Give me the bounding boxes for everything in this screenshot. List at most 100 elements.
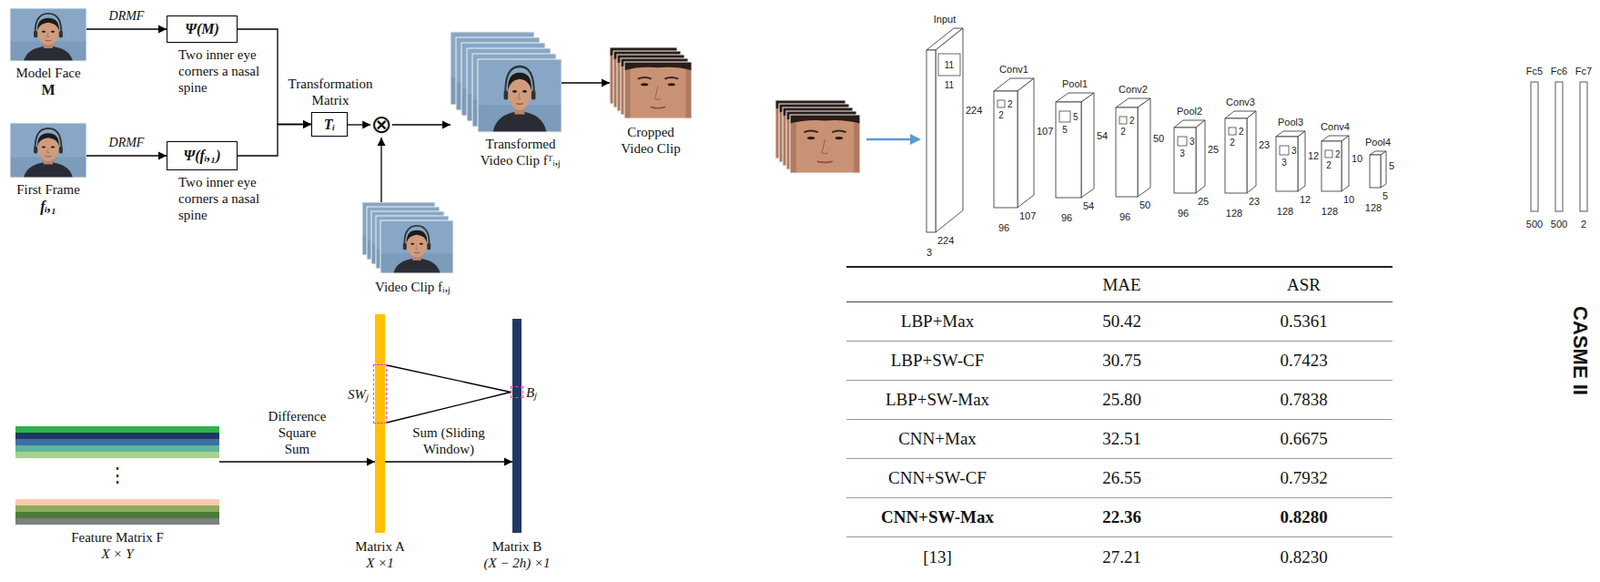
table-row: LBP+Max50.420.5361 bbox=[846, 302, 1393, 342]
kernel-square bbox=[1059, 111, 1071, 122]
feature-stripe bbox=[15, 505, 220, 512]
kernel-square bbox=[1279, 145, 1289, 155]
layer-label: 96 bbox=[1119, 211, 1131, 223]
layer-block bbox=[935, 28, 963, 233]
kernel-square bbox=[1177, 136, 1187, 146]
layer-label: 25 bbox=[1197, 195, 1209, 207]
label-group: Matrix B(X − 2h) ×1 bbox=[448, 537, 586, 571]
frame-border bbox=[10, 8, 87, 61]
layer-label: 2 bbox=[1007, 99, 1013, 110]
node-text: Transformed Video Clip fᵀᵢ,ⱼ bbox=[470, 135, 571, 169]
table-cell: 0.5361 bbox=[1215, 302, 1393, 341]
edge-label: Difference Square Sum bbox=[265, 407, 330, 457]
layer-label: Conv1 bbox=[999, 63, 1029, 75]
label-group: Cropped Video Clip bbox=[609, 123, 692, 157]
node-text: Bⱼ bbox=[526, 384, 537, 401]
node-text: Video Clip fᵢ,ⱼ bbox=[374, 278, 512, 295]
arrow-head bbox=[303, 120, 312, 129]
frame-border bbox=[10, 122, 87, 178]
layer-label: Conv3 bbox=[1225, 96, 1256, 108]
layer-label: 2 bbox=[998, 110, 1004, 121]
node-text: Model Face bbox=[2, 64, 94, 82]
connector-line bbox=[219, 460, 375, 462]
layer-label: 5 bbox=[1382, 190, 1388, 202]
feature-stripe bbox=[15, 438, 220, 446]
layer-label: 2 bbox=[1326, 160, 1332, 171]
label-group: Model FaceM bbox=[2, 64, 94, 99]
label-group: Transformed Video Clip fᵀᵢ,ⱼ bbox=[470, 135, 571, 169]
label-group: Video Clip fᵢ,ⱼ bbox=[374, 278, 512, 295]
table-row: LBP+SW-CF30.750.7423 bbox=[846, 341, 1393, 381]
layer-label: 10 bbox=[1351, 152, 1363, 164]
node-text: fᵢ,₁ bbox=[2, 197, 94, 215]
node-text: Cropped Video Clip bbox=[609, 123, 692, 157]
node-text: ⋮ bbox=[107, 465, 128, 486]
results-table: MAEASRLBP+Max50.420.5361LBP+SW-CF30.750.… bbox=[846, 265, 1393, 577]
layer-label: Fc5 bbox=[1526, 65, 1543, 77]
table-cell: 22.36 bbox=[1028, 497, 1216, 537]
connector-line bbox=[386, 392, 511, 424]
feature-stripe bbox=[15, 511, 220, 518]
label-group: Transformation Matrix bbox=[284, 75, 376, 109]
layer-block bbox=[1275, 136, 1298, 192]
node-text: Matrix A bbox=[320, 537, 440, 555]
layer-label: 54 bbox=[1096, 130, 1108, 142]
table-cell: 0.6675 bbox=[1215, 419, 1393, 458]
node-text: Two inner eye corners a nasal spine bbox=[178, 46, 268, 96]
fc-layer bbox=[1579, 81, 1588, 212]
layer-label: 2 bbox=[1129, 115, 1135, 126]
layer-label: 107 bbox=[1036, 125, 1054, 137]
kernel-square bbox=[1325, 150, 1333, 158]
layer-label: 107 bbox=[1019, 210, 1036, 222]
layer-label: 96 bbox=[1061, 212, 1073, 223]
layer-block bbox=[1380, 151, 1387, 188]
table-cell: 0.7423 bbox=[1215, 341, 1393, 380]
input-arrow-head bbox=[910, 133, 922, 145]
layer-label: Pool1 bbox=[1062, 78, 1088, 90]
layer-label: 2 bbox=[1229, 137, 1236, 148]
layer-label: Pool2 bbox=[1176, 105, 1203, 117]
arrow-head bbox=[601, 79, 610, 88]
matrix-bar: Matrix B(X − 2h) ×1Bⱼ bbox=[512, 318, 522, 533]
table-cell: CNN+SW-CF bbox=[846, 458, 1029, 497]
layer-block bbox=[1321, 141, 1342, 192]
layer-label: 3 bbox=[1281, 157, 1287, 168]
layer-label: 23 bbox=[1258, 139, 1270, 151]
arrow-head bbox=[504, 457, 513, 466]
label-group: Two inner eye corners a nasal spine bbox=[178, 46, 268, 96]
video-clip: Cropped Video Clip bbox=[609, 47, 692, 119]
multiply-symbol: ⊗ bbox=[370, 111, 392, 138]
connector-line bbox=[86, 154, 167, 156]
node-text: ⊗ bbox=[370, 111, 392, 138]
table-row: CNN+Max32.510.6675 bbox=[846, 419, 1393, 459]
layer-label: Pool3 bbox=[1277, 116, 1304, 128]
layer-block bbox=[1225, 118, 1247, 193]
node-text: First Frame bbox=[2, 181, 94, 198]
layer-label: 128 bbox=[1276, 205, 1294, 217]
table-cell: LBP+SW-CF bbox=[846, 341, 1029, 380]
video-frame bbox=[477, 59, 562, 132]
table-row: [13]27.210.8230 bbox=[846, 536, 1393, 577]
connector bbox=[561, 79, 610, 88]
video-clip: Video Clip fᵢ,ⱼ bbox=[362, 202, 454, 274]
layer-label: Conv2 bbox=[1118, 83, 1148, 95]
arrow-head bbox=[303, 120, 312, 129]
layer-label: 3 bbox=[1189, 136, 1195, 147]
feature-stripe bbox=[15, 517, 220, 525]
layer-label: 96 bbox=[998, 222, 1010, 233]
arrow-head bbox=[362, 121, 371, 130]
table-cell: 32.51 bbox=[1028, 419, 1216, 458]
table-cell: 0.8280 bbox=[1215, 497, 1393, 537]
table-cell: CNN+Max bbox=[846, 419, 1029, 458]
layer-block bbox=[1297, 131, 1306, 192]
process-box: Ψ(M)Two inner eye corners a nasal spine bbox=[166, 15, 238, 43]
node-text: (X − 2h) ×1 bbox=[448, 554, 586, 571]
table-cell: MAE bbox=[1028, 267, 1216, 302]
table-cell: 0.7838 bbox=[1215, 380, 1393, 419]
connector bbox=[219, 457, 375, 466]
table-cell: LBP+SW-Max bbox=[846, 380, 1029, 419]
frame-border bbox=[477, 59, 562, 132]
video-frame bbox=[380, 220, 454, 274]
kernel-square bbox=[1119, 116, 1127, 124]
